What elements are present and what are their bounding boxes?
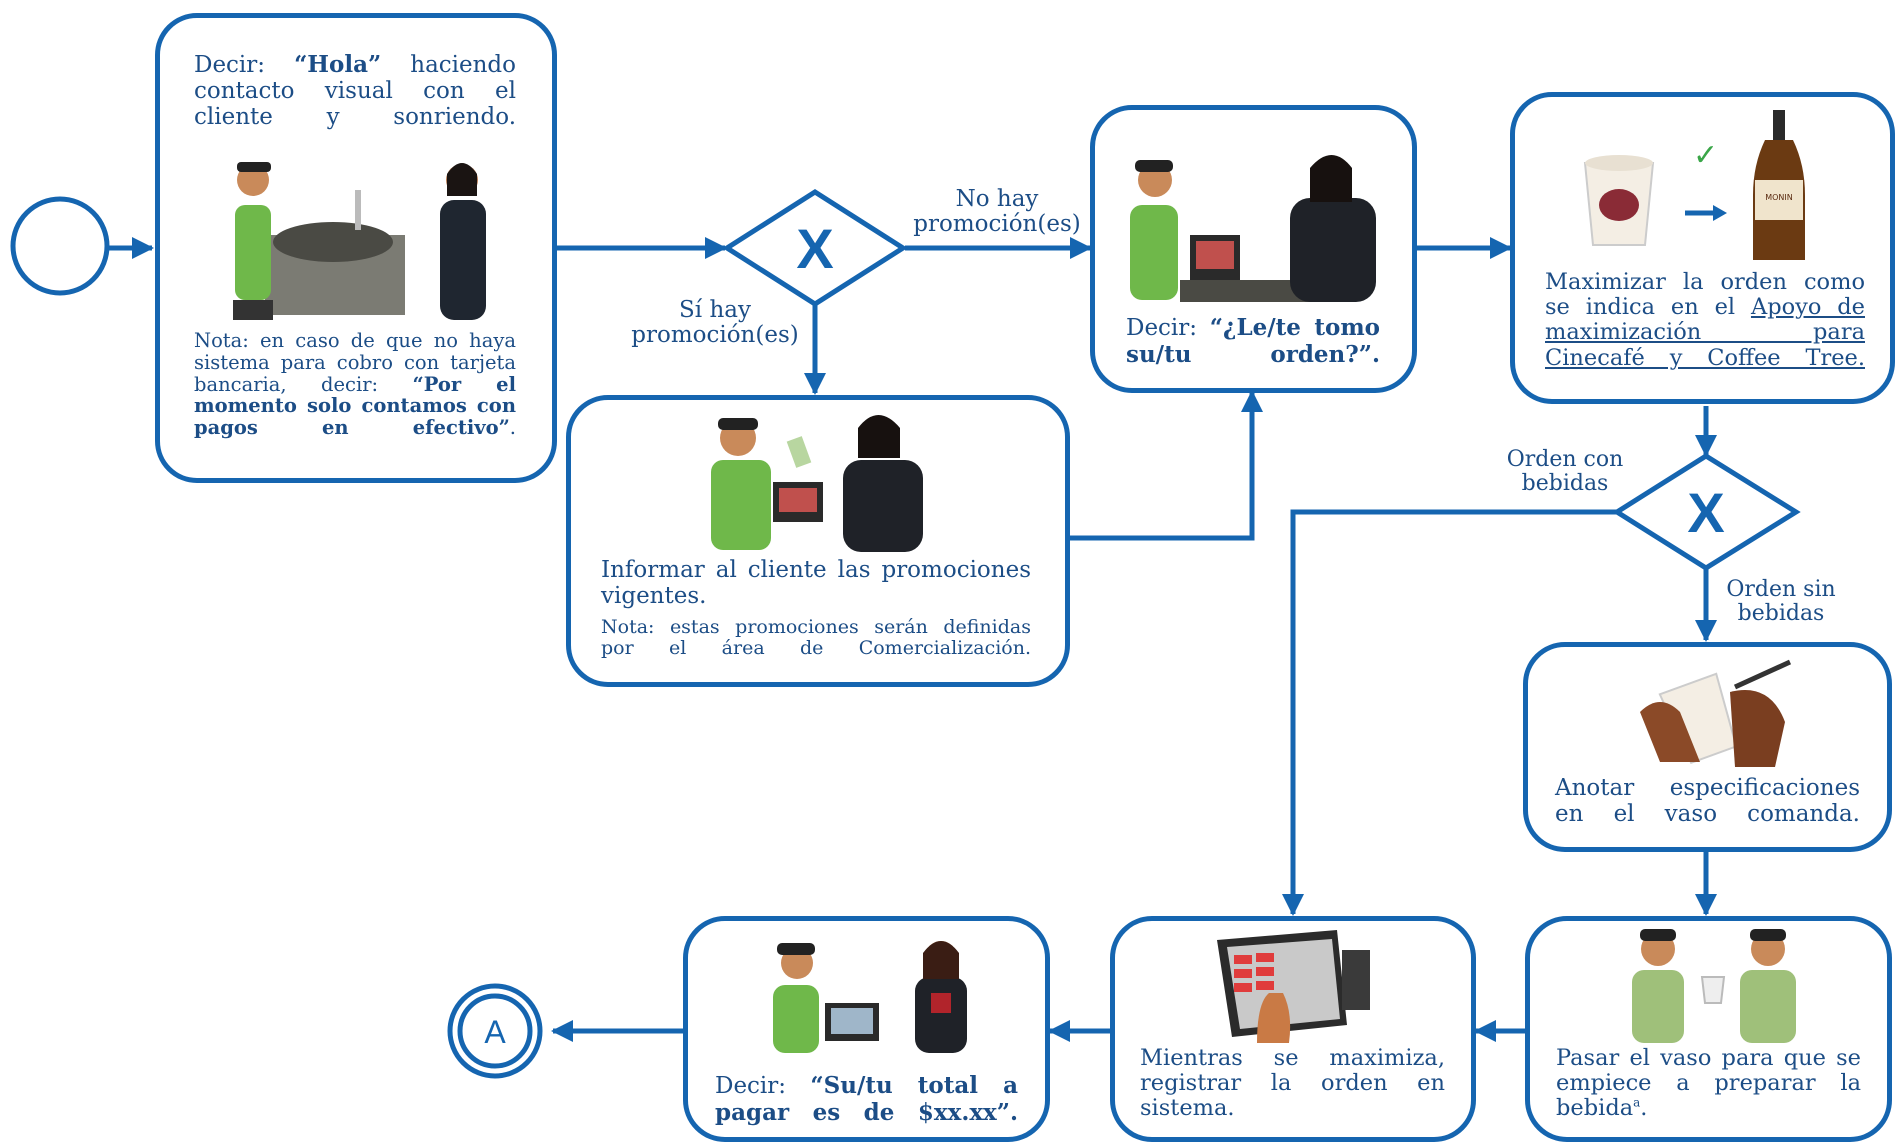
gateway-promotion-x: X: [796, 217, 833, 280]
label-no-promotion: No hay promoción(es): [913, 186, 1081, 238]
gateway-promotion: [722, 189, 908, 307]
step-inform-promotions: [566, 395, 1070, 687]
step-inform-promotions-note: Nota: estas promociones serán definidas …: [601, 616, 1031, 660]
step-register-order-text: Mientras se maximiza, registrar la orden…: [1140, 1045, 1445, 1122]
annotate-cup-photo: [1640, 659, 1792, 767]
pass-cup-photo: [1632, 929, 1796, 1043]
gateway-drinks-x: X: [1687, 481, 1724, 544]
step-maximize: [1510, 92, 1895, 404]
step-annotate-cup-text: Anotar especificaciones en el vaso coman…: [1555, 775, 1860, 827]
end-connector-inner: [457, 993, 533, 1069]
promotions-photo: [711, 415, 923, 552]
check-icon: ✓: [1693, 138, 1718, 173]
label-without-drinks: Orden sin bebidas: [1726, 577, 1836, 627]
maximize-illustration: ✓ MONIN: [1583, 110, 1805, 260]
register-pos-photo: [1217, 930, 1370, 1043]
maximize-support-link[interactable]: Apoyo de maximización para Cinecafé y Co…: [1545, 294, 1865, 371]
take-order-photo: [1130, 155, 1376, 302]
arrow-promo-to-order: [1070, 390, 1263, 541]
step-say-total-text: Decir: “Su/tu total a pagar es de $xx.xx…: [715, 1072, 1018, 1126]
arrow-gateway2-to-register: [1282, 509, 1617, 916]
step-inform-promotions-text: Informar al cliente las promociones vige…: [601, 557, 1031, 609]
step-pass-cup-text: Pasar el vaso para que se empiece a prep…: [1556, 1045, 1861, 1122]
start-event: [10, 196, 110, 296]
step-take-order-text: Decir: “¿Le/te tomo su/tu orden?”.: [1126, 314, 1380, 368]
gateway-drinks: [1612, 453, 1801, 571]
greet-photo: [233, 162, 486, 320]
end-connector-label: A: [484, 1014, 506, 1050]
say-total-photo: [773, 941, 967, 1053]
step-pass-cup: [1525, 916, 1892, 1142]
step-greet-text: Decir: “Hola” haciendo contacto visual c…: [194, 51, 517, 130]
label-with-drinks: Orden con bebidas: [1506, 447, 1624, 497]
label-yes-promotion: Sí hay promoción(es): [631, 297, 799, 349]
step-maximize-text: Maximizar la orden como se indica en el …: [1545, 269, 1865, 371]
step-greet-note: Nota: en caso de que no haya sistema par…: [194, 329, 516, 440]
svg-text:MONIN: MONIN: [1765, 193, 1793, 202]
flow-connectors: [107, 237, 1717, 1042]
